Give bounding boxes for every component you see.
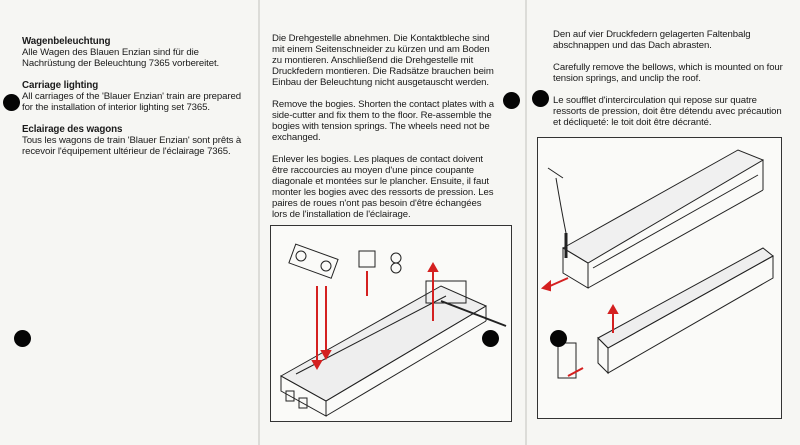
text-de: Den auf vier Druckfedern gelagerten Falt… bbox=[553, 29, 751, 51]
text-de: Die Drehgestelle abnehmen. Die Kontaktbl… bbox=[272, 33, 494, 88]
text-fr: Tous les wagons de train 'Blauer Enzian'… bbox=[22, 135, 242, 157]
punch-hole bbox=[14, 330, 31, 347]
punch-hole bbox=[482, 330, 499, 347]
heading-de: Wagenbeleuchtung bbox=[22, 36, 111, 47]
heading-fr: Eclairage des wagons bbox=[22, 124, 123, 135]
fold-line-left bbox=[258, 0, 260, 445]
text-en: All carriages of the 'Blauer Enzian' tra… bbox=[22, 91, 241, 113]
bogie-removal-illustration bbox=[270, 225, 512, 422]
punch-hole bbox=[550, 330, 567, 347]
text-fr: Enlever les bogies. Les plaques de conta… bbox=[272, 154, 494, 220]
middle-panel: Die Drehgestelle abnehmen. Die Kontaktbl… bbox=[272, 33, 498, 231]
text-de: Alle Wagen des Blauen Enzian sind für di… bbox=[22, 47, 220, 69]
text-en: Remove the bogies. Shorten the contact p… bbox=[272, 99, 494, 143]
punch-hole bbox=[3, 94, 20, 111]
fold-line-right bbox=[525, 0, 527, 445]
text-en: Carefully remove the bellows, which is m… bbox=[553, 62, 783, 84]
left-panel: Wagenbeleuchtung Alle Wagen des Blauen E… bbox=[22, 36, 250, 168]
heading-en: Carriage lighting bbox=[22, 80, 99, 91]
punch-hole bbox=[532, 90, 549, 107]
punch-hole bbox=[503, 92, 520, 109]
right-panel: Den auf vier Druckfedern gelagerten Falt… bbox=[553, 29, 789, 139]
bellows-removal-illustration bbox=[537, 137, 782, 419]
text-fr: Le soufflet d'intercirculation qui repos… bbox=[553, 95, 782, 128]
